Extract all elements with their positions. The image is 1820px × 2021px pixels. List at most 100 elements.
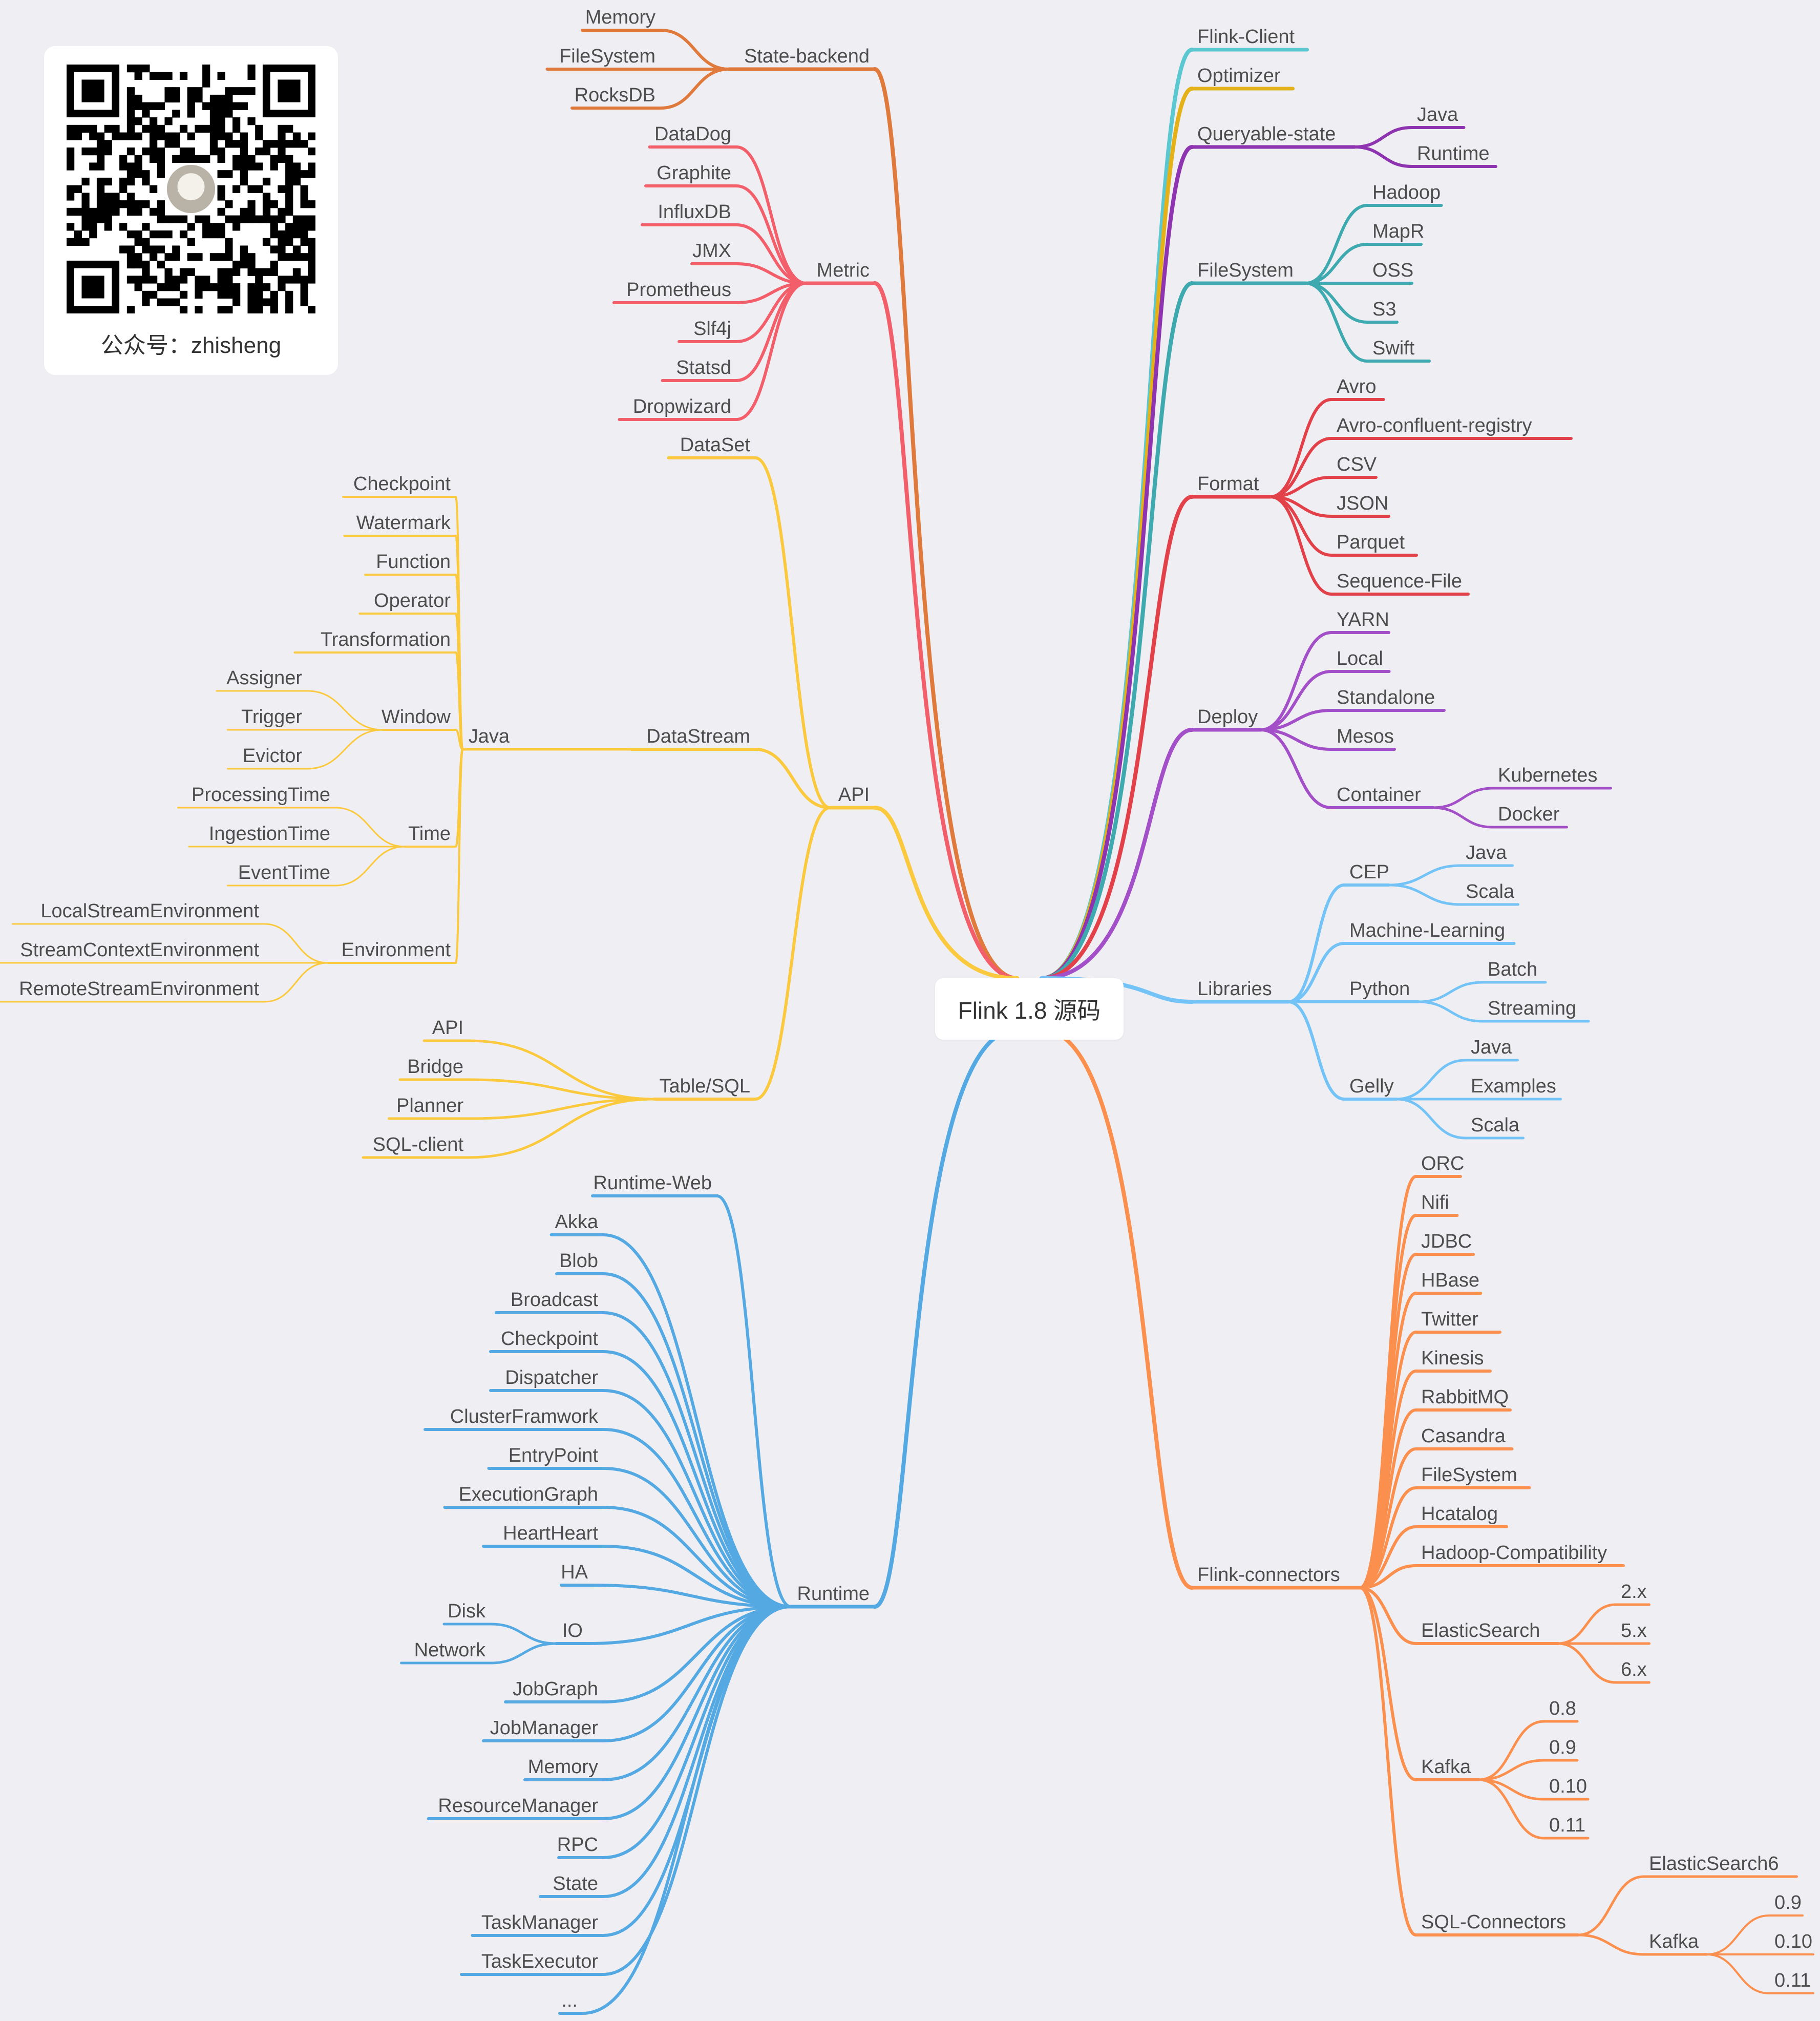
node-flink-connectors-sql-connectors-kafka-label[interactable]: Kafka xyxy=(1649,1931,1699,1952)
branch-runtime-label[interactable]: Runtime xyxy=(797,1583,870,1605)
node-deploy-container-docker-label[interactable]: Docker xyxy=(1498,804,1560,825)
node-filesystem-mapr-label[interactable]: MapR xyxy=(1372,221,1424,242)
node-api-datastream-java-environment-streamcontextenvironment-label[interactable]: StreamContextEnvironment xyxy=(20,939,259,961)
node-api-datastream-java-label[interactable]: Java xyxy=(469,726,510,747)
node-api-datastream-java-time-label[interactable]: Time xyxy=(408,823,451,845)
node-runtime-taskexecutor-label[interactable]: TaskExecutor xyxy=(481,1951,598,1972)
node-runtime-state-label[interactable]: State xyxy=(553,1873,598,1894)
node-libraries-gelly-scala-label[interactable]: Scala xyxy=(1471,1114,1520,1136)
node-api-datastream-java-environment-remotestreamenvironment-label[interactable]: RemoteStreamEnvironment xyxy=(19,978,259,1000)
node-api-datastream-java-environment-label[interactable]: Environment xyxy=(342,939,451,961)
node-metric-statsd-label[interactable]: Statsd xyxy=(676,357,731,378)
node-api-datastream-java-function-label[interactable]: Function xyxy=(376,551,451,573)
node-api-table-sql-label[interactable]: Table/SQL xyxy=(660,1076,750,1097)
branch-queryable-state-label[interactable]: Queryable-state xyxy=(1197,123,1336,145)
node-runtime-checkpoint-label[interactable]: Checkpoint xyxy=(501,1328,599,1350)
node-libraries-gelly-java-label[interactable]: Java xyxy=(1471,1037,1512,1058)
node-filesystem-swift-label[interactable]: Swift xyxy=(1372,338,1415,359)
node-flink-connectors-elasticsearch-2-x-label[interactable]: 2.x xyxy=(1621,1581,1647,1603)
node-libraries-python-streaming-label[interactable]: Streaming xyxy=(1488,998,1576,1019)
node-flink-connectors-hbase-label[interactable]: HBase xyxy=(1421,1270,1479,1291)
node-api-table-sql-bridge-label[interactable]: Bridge xyxy=(407,1056,463,1078)
branch-optimizer-label[interactable]: Optimizer xyxy=(1197,65,1281,87)
node-runtime-io-disk-label[interactable]: Disk xyxy=(448,1601,486,1622)
node-deploy-container-kubernetes-label[interactable]: Kubernetes xyxy=(1498,765,1597,786)
node-runtime-resourcemanager-label[interactable]: ResourceManager xyxy=(438,1795,598,1817)
node-api-datastream-java-transformation-label[interactable]: Transformation xyxy=(321,629,451,650)
node-format-json-label[interactable]: JSON xyxy=(1337,493,1388,514)
node-flink-connectors-jdbc-label[interactable]: JDBC xyxy=(1421,1231,1472,1252)
node-api-datastream-java-watermark-label[interactable]: Watermark xyxy=(356,512,451,534)
root-node[interactable]: Flink 1.8 源码 xyxy=(935,978,1124,1040)
node-runtime-dispatcher-label[interactable]: Dispatcher xyxy=(505,1367,598,1388)
node-libraries-gelly-label[interactable]: Gelly xyxy=(1349,1076,1394,1097)
node-runtime-blob-label[interactable]: Blob xyxy=(559,1250,598,1272)
node-libraries-gelly-examples-label[interactable]: Examples xyxy=(1471,1076,1556,1097)
node-api-table-sql-sql-client-label[interactable]: SQL-client xyxy=(373,1134,464,1155)
node-runtime-jobmanager-label[interactable]: JobManager xyxy=(490,1717,599,1739)
node-metric-prometheus-label[interactable]: Prometheus xyxy=(626,279,731,301)
node-api-datastream-java-environment-localstreamenvironment-label[interactable]: LocalStreamEnvironment xyxy=(40,900,259,922)
node-flink-connectors-elasticsearch-5-x-label[interactable]: 5.x xyxy=(1621,1620,1647,1641)
branch-api-label[interactable]: API xyxy=(838,784,870,806)
node-api-datastream-java-window-label[interactable]: Window xyxy=(382,706,451,728)
node-metric-jmx-label[interactable]: JMX xyxy=(692,240,731,262)
branch-state-backend-label[interactable]: State-backend xyxy=(744,46,870,67)
node-flink-connectors-sql-connectors-label[interactable]: SQL-Connectors xyxy=(1421,1911,1566,1933)
node-api-datastream-java-time-processingtime-label[interactable]: ProcessingTime xyxy=(192,784,330,806)
node-metric-influxdb-label[interactable]: InfluxDB xyxy=(658,201,731,223)
node-api-datastream-java-time-eventtime-label[interactable]: EventTime xyxy=(238,862,330,883)
node-flink-connectors-kafka-0-9-label[interactable]: 0.9 xyxy=(1549,1737,1576,1758)
node-runtime-broadcast-label[interactable]: Broadcast xyxy=(511,1289,599,1311)
node-api-datastream-java-checkpoint-label[interactable]: Checkpoint xyxy=(353,473,451,495)
node-api-table-sql-planner-label[interactable]: Planner xyxy=(396,1095,463,1117)
node-runtime-executiongraph-label[interactable]: ExecutionGraph xyxy=(459,1484,599,1505)
node-runtime-memory-label[interactable]: Memory xyxy=(528,1756,598,1778)
node-queryable-state-runtime-label[interactable]: Runtime xyxy=(1417,143,1490,164)
node-runtime-runtime-web-label[interactable]: Runtime-Web xyxy=(593,1172,712,1194)
node-api-datastream-label[interactable]: DataStream xyxy=(646,726,750,747)
node-flink-connectors-sql-connectors-kafka-0-11-label[interactable]: 0.11 xyxy=(1774,1970,1811,1991)
node-queryable-state-java-label[interactable]: Java xyxy=(1417,104,1458,125)
node-deploy-local-label[interactable]: Local xyxy=(1337,648,1383,669)
node-runtime-io-label[interactable]: IO xyxy=(562,1620,583,1641)
branch-format-label[interactable]: Format xyxy=(1197,473,1259,495)
node-format-avro-confluent-registry-label[interactable]: Avro-confluent-registry xyxy=(1337,415,1532,436)
node-flink-connectors-hcatalog-label[interactable]: Hcatalog xyxy=(1421,1503,1498,1525)
node-flink-connectors-kafka-label[interactable]: Kafka xyxy=(1421,1756,1471,1778)
node-flink-connectors-sql-connectors-elasticsearch6-label[interactable]: ElasticSearch6 xyxy=(1649,1853,1779,1875)
node-deploy-mesos-label[interactable]: Mesos xyxy=(1337,726,1394,747)
node-flink-connectors-sql-connectors-kafka-0-9-label[interactable]: 0.9 xyxy=(1774,1892,1802,1913)
node-runtime-ha-label[interactable]: HA xyxy=(561,1562,588,1583)
node-api-dataset-label[interactable]: DataSet xyxy=(680,434,751,456)
node-filesystem-hadoop-label[interactable]: Hadoop xyxy=(1372,182,1441,203)
node-libraries-python-label[interactable]: Python xyxy=(1349,978,1410,1000)
node-state-backend-filesystem-label[interactable]: FileSystem xyxy=(559,46,655,67)
node-metric-datadog-label[interactable]: DataDog xyxy=(654,123,731,145)
node-api-datastream-java-window-assigner-label[interactable]: Assigner xyxy=(226,667,302,689)
node-flink-connectors-elasticsearch-label[interactable]: ElasticSearch xyxy=(1421,1620,1540,1641)
node-flink-connectors-kafka-0-10-label[interactable]: 0.10 xyxy=(1549,1776,1587,1797)
branch-metric-label[interactable]: Metric xyxy=(817,260,870,281)
node-runtime-entrypoint-label[interactable]: EntryPoint xyxy=(509,1445,599,1466)
node-flink-connectors-sql-connectors-kafka-0-10-label[interactable]: 0.10 xyxy=(1774,1931,1812,1952)
node-runtime-io-network-label[interactable]: Network xyxy=(414,1639,486,1661)
node-metric-dropwizard-label[interactable]: Dropwizard xyxy=(633,396,731,417)
node-flink-connectors-hadoop-compatibility-label[interactable]: Hadoop-Compatibility xyxy=(1421,1542,1607,1564)
node-runtime-heartheart-label[interactable]: HeartHeart xyxy=(503,1523,598,1544)
node-flink-connectors-filesystem-label[interactable]: FileSystem xyxy=(1421,1464,1517,1486)
node-api-table-sql-api-label[interactable]: API xyxy=(432,1017,463,1039)
node-runtime-clusterframwork-label[interactable]: ClusterFramwork xyxy=(450,1406,599,1427)
node-format-sequence-file-label[interactable]: Sequence-File xyxy=(1337,571,1462,592)
node-flink-connectors-rabbitmq-label[interactable]: RabbitMQ xyxy=(1421,1386,1509,1408)
node-format-avro-label[interactable]: Avro xyxy=(1337,376,1376,397)
node-deploy-yarn-label[interactable]: YARN xyxy=(1337,609,1389,630)
node-state-backend-memory-label[interactable]: Memory xyxy=(585,7,655,28)
node-deploy-container-label[interactable]: Container xyxy=(1337,784,1421,806)
branch-deploy-label[interactable]: Deploy xyxy=(1197,706,1258,728)
node-flink-connectors-kafka-0-11-label[interactable]: 0.11 xyxy=(1549,1815,1585,1836)
node-state-backend-rocksdb-label[interactable]: RocksDB xyxy=(575,85,655,106)
node-format-parquet-label[interactable]: Parquet xyxy=(1337,532,1405,553)
node-api-datastream-java-operator-label[interactable]: Operator xyxy=(374,590,451,612)
node-api-datastream-java-time-ingestiontime-label[interactable]: IngestionTime xyxy=(209,823,330,845)
